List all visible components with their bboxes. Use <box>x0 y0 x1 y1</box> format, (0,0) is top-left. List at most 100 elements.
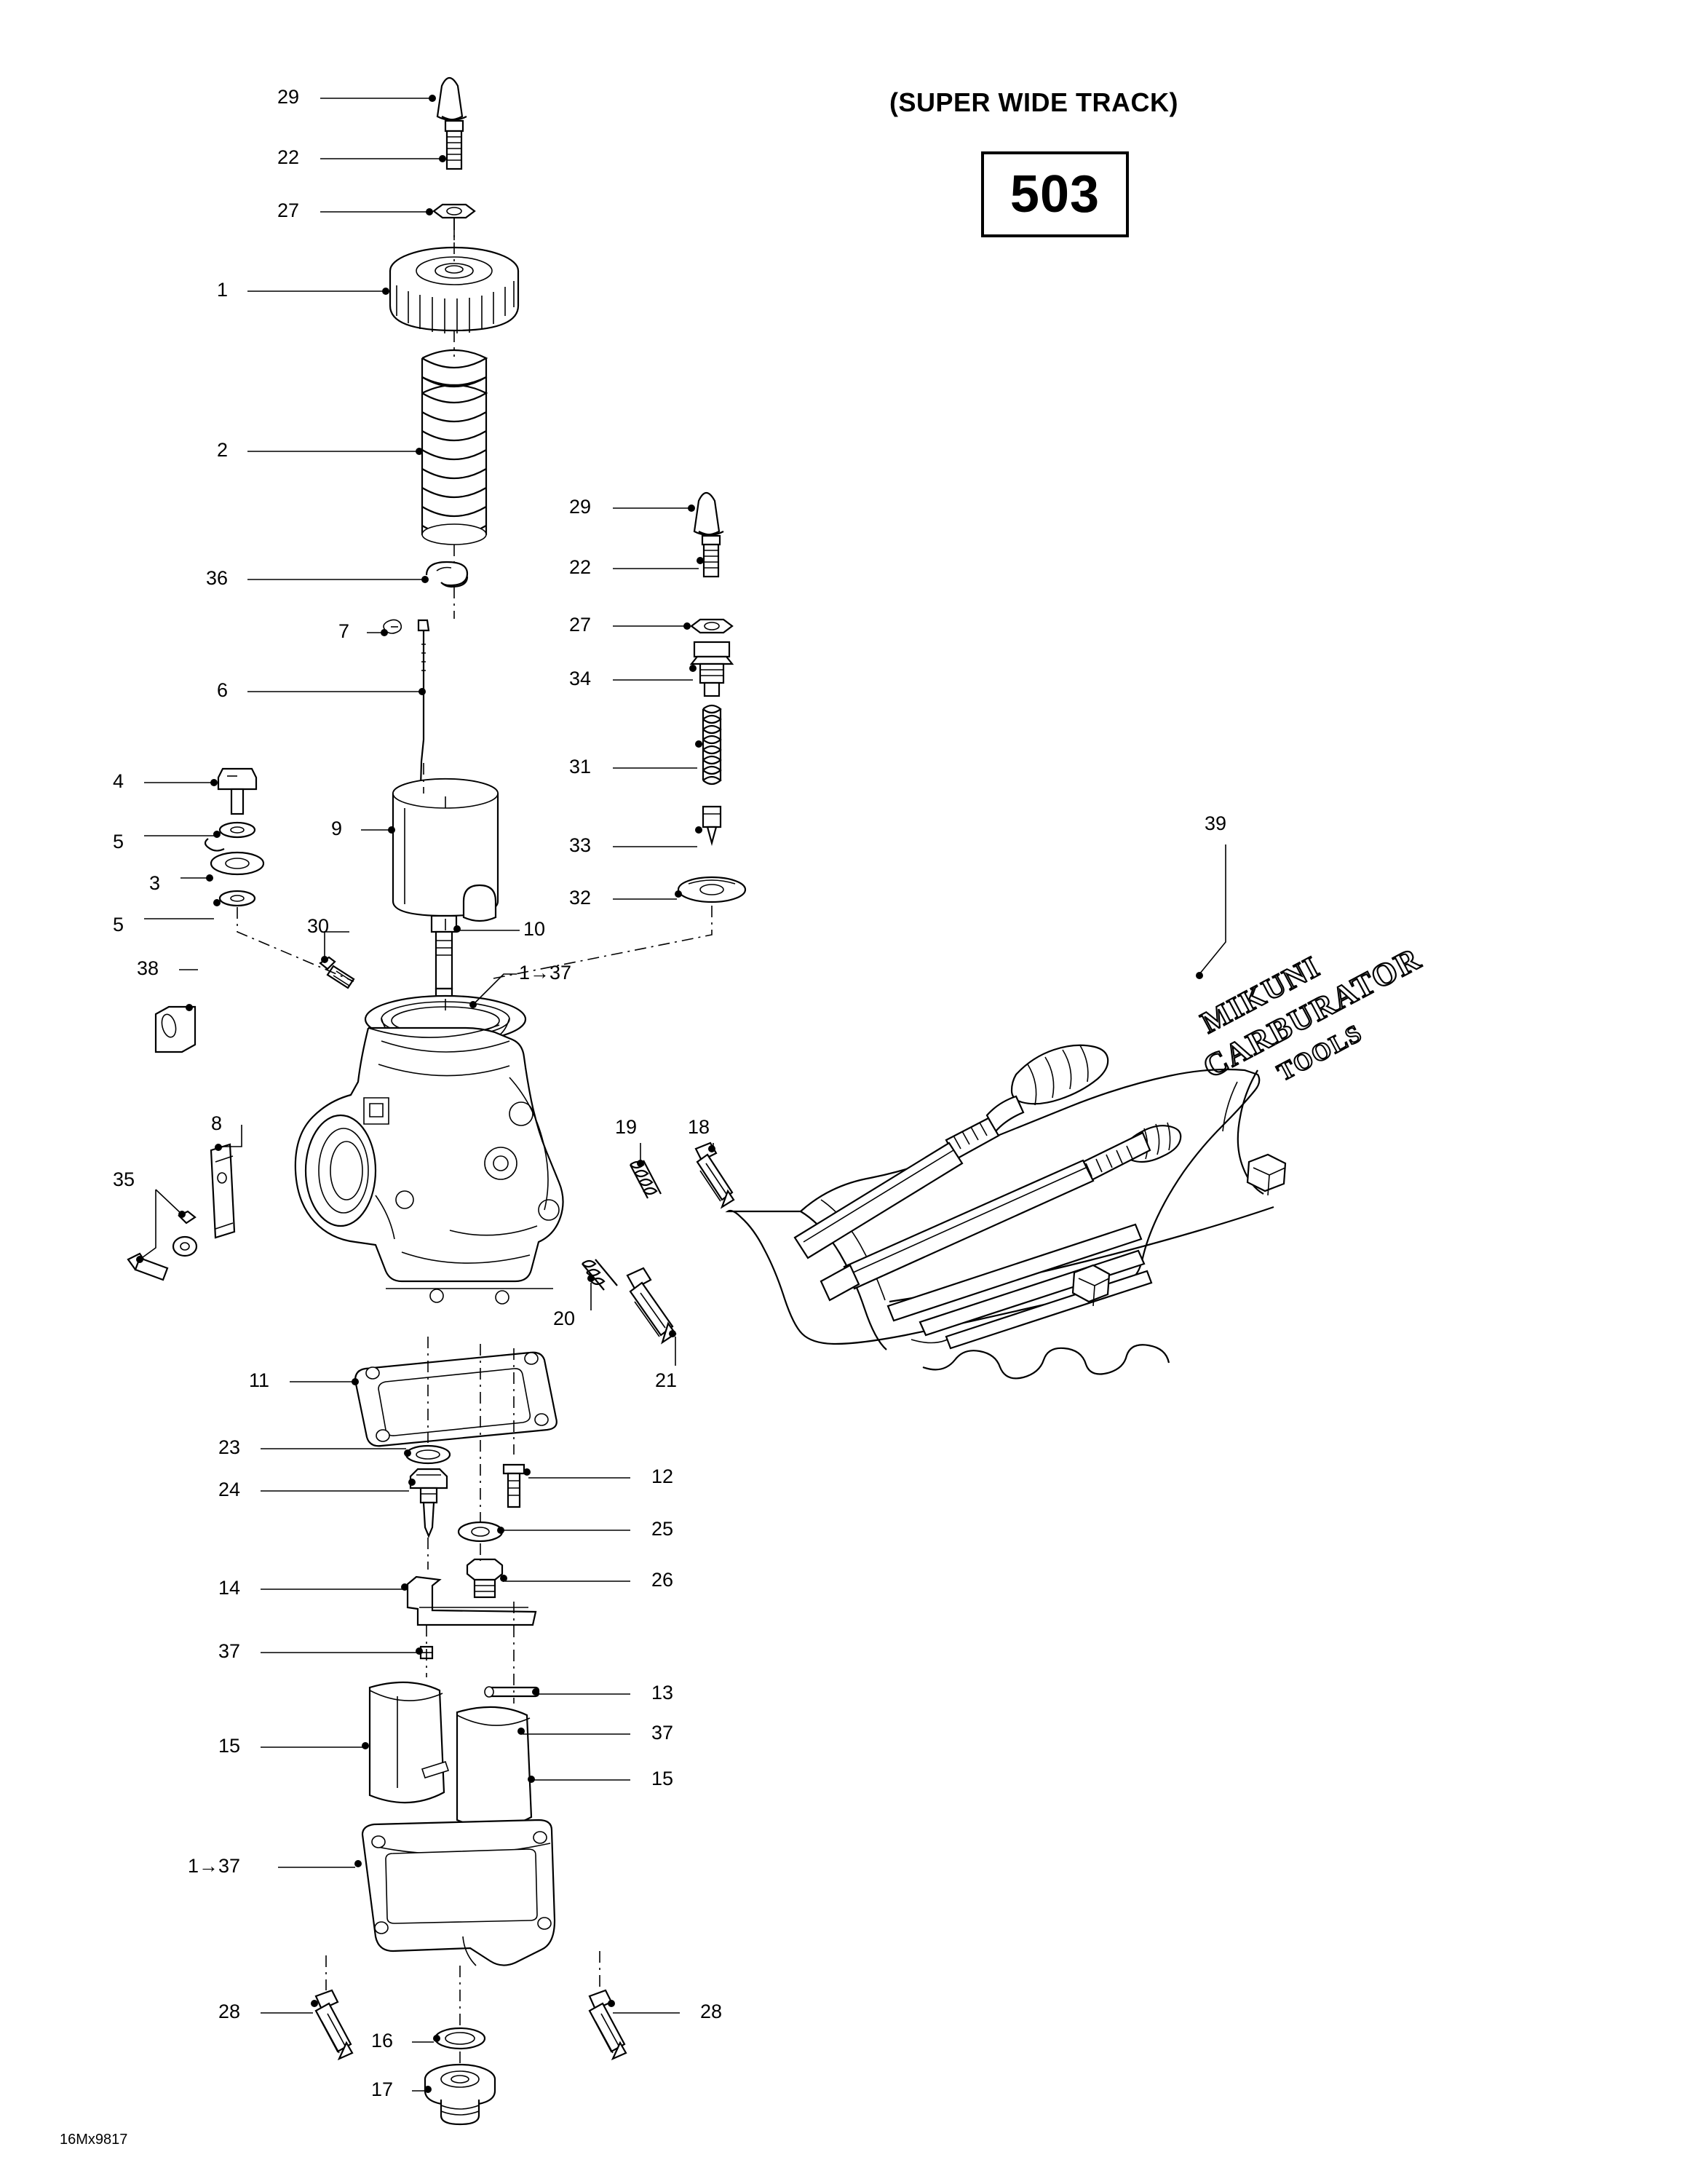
part-7-eclip <box>383 619 402 634</box>
callout-22: 22 <box>277 146 299 168</box>
part-13-pin <box>484 1686 540 1698</box>
tool-hex-sockets <box>1071 1153 1287 1307</box>
part-15-float-left <box>368 1681 450 1804</box>
callout-9: 9 <box>330 818 342 839</box>
part-26-jet <box>466 1558 504 1599</box>
callout-27: 27 <box>277 199 299 221</box>
part-33-needle <box>702 805 722 847</box>
callout-24: 24 <box>218 1479 240 1500</box>
callout-20: 20 <box>552 1307 575 1329</box>
part-6-needle <box>417 619 430 787</box>
callout-13: 13 <box>651 1682 674 1704</box>
page-title: (SUPER WIDE TRACK) <box>889 87 1178 117</box>
axis-main-vertical <box>423 218 455 1013</box>
svg-text:TOOLS: TOOLS <box>1273 1019 1367 1086</box>
callout-21: 21 <box>654 1369 677 1391</box>
svg-text:MIKUNI: MIKUNI <box>1196 950 1325 1040</box>
pouch-label: MIKUNI CARBURATOR TOOLS <box>1195 940 1428 1088</box>
tool-rods <box>886 1223 1153 1350</box>
drawing-code: 16Mx9817 <box>60 2132 128 2148</box>
callout-37: 37 <box>651 1722 674 1744</box>
svg-text:CARBURATOR: CARBURATOR <box>1197 941 1427 1085</box>
part-34-fitting <box>689 641 734 697</box>
part-37-pin-left <box>419 1645 434 1660</box>
part-4-screw <box>217 767 258 815</box>
callout-36: 36 <box>205 567 228 589</box>
callout-6: 6 <box>216 679 228 701</box>
part-5b-washer <box>218 890 256 907</box>
part-38-sleeve <box>154 1005 197 1053</box>
callout-5: 5 <box>112 914 124 935</box>
callout-33: 33 <box>568 834 591 856</box>
part-30-screw <box>319 956 355 989</box>
part-29-mid <box>693 491 724 536</box>
part-22-top <box>444 119 464 170</box>
callout-16: 16 <box>370 2030 393 2052</box>
part-11-gasket <box>354 1351 558 1447</box>
part-25-washer <box>457 1521 504 1543</box>
callout-34: 34 <box>568 668 591 689</box>
callout-3: 3 <box>148 872 160 894</box>
callout-28: 28 <box>700 2001 723 2022</box>
part-22-mid <box>701 534 721 578</box>
callout-2: 2 <box>216 439 228 461</box>
part-28-right-screw <box>588 1989 627 2061</box>
callout-12: 12 <box>651 1465 674 1487</box>
part-24-needle-valve <box>409 1468 448 1538</box>
callout-11: 11 <box>248 1369 269 1391</box>
model-number: 503 <box>1009 165 1100 223</box>
part-1-top-cap <box>389 218 520 333</box>
tool-screwdriver <box>793 1044 1109 1259</box>
callout-35: 35 <box>112 1168 135 1190</box>
callout-17: 17 <box>370 2078 393 2100</box>
part-31-spring <box>702 704 722 786</box>
callout-10: 10 <box>523 918 546 940</box>
callout-22: 22 <box>568 556 591 578</box>
callout-39: 39 <box>1204 812 1226 834</box>
part-8-bracket <box>210 1143 236 1239</box>
axis-bowl-screws <box>325 1951 600 1992</box>
part-36-clip <box>425 561 469 588</box>
part-32-washer <box>677 876 747 903</box>
part-18-screw <box>694 1142 735 1209</box>
callout-1: 1 <box>216 279 228 301</box>
float-bowl <box>361 1819 556 1966</box>
leader-lines <box>136 95 1226 2093</box>
callout-5: 5 <box>112 831 124 852</box>
callout-30: 30 <box>306 915 329 937</box>
part-27-mid <box>690 618 734 634</box>
part-19-spring <box>630 1160 662 1199</box>
part-39-tool-pouch: MIKUNI CARBURATOR TOOLS <box>725 940 1428 1380</box>
callout-29: 29 <box>568 496 591 518</box>
part-27-top <box>432 203 476 219</box>
part-2-spring <box>421 349 488 545</box>
part-29-top <box>436 76 467 121</box>
callout-29: 29 <box>277 86 299 108</box>
part-15-float-right <box>456 1706 533 1829</box>
part-16-oring <box>434 2027 486 2050</box>
callout-14: 14 <box>218 1577 240 1599</box>
callout-38: 38 <box>136 957 159 979</box>
callout-4: 4 <box>112 770 124 792</box>
callout-18: 18 <box>687 1116 710 1138</box>
callout-23: 23 <box>218 1436 240 1458</box>
part-23-oring <box>405 1444 451 1465</box>
axis-bowl <box>426 1602 515 1704</box>
part-14-float-arm <box>406 1575 537 1626</box>
tool-wrench-set <box>820 1122 1182 1302</box>
callout-28: 28 <box>218 2001 240 2022</box>
part-12-screw <box>502 1463 525 1508</box>
part-37-pin-right <box>508 1722 523 1737</box>
part-10-needle-jet <box>430 914 458 1000</box>
callout-1-to-37: 1→37 <box>187 1855 240 1877</box>
part-35-screws <box>127 1210 198 1281</box>
callout-27: 27 <box>568 614 591 636</box>
part-20-spring <box>582 1259 618 1291</box>
callout-19: 19 <box>614 1116 637 1138</box>
callout-8: 8 <box>210 1112 222 1134</box>
callout-32: 32 <box>568 887 591 909</box>
callout-25: 25 <box>651 1518 674 1540</box>
carburetor-body <box>294 994 564 1305</box>
